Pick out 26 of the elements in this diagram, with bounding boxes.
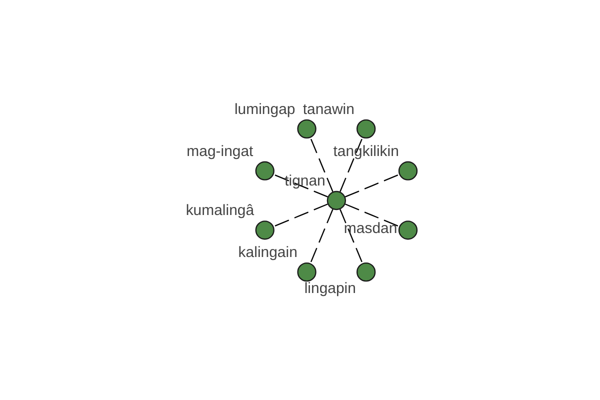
node-label: tangkilikin <box>332 142 398 160</box>
connector <box>309 208 333 263</box>
connector <box>339 137 362 192</box>
node-label: kumalingâ <box>185 202 254 219</box>
node-circle <box>356 118 376 138</box>
connector <box>339 208 362 263</box>
node-label: mag-ingat <box>186 142 253 160</box>
connector <box>272 203 328 227</box>
node-circle <box>254 160 274 180</box>
connector <box>309 137 333 192</box>
node-label: lingapin <box>304 280 356 297</box>
node-circle <box>398 220 418 240</box>
connector <box>272 173 328 197</box>
node-label: tanawin <box>302 100 354 118</box>
node-label: lumingap <box>234 100 295 118</box>
node-circle <box>296 262 316 282</box>
node-circle <box>356 262 376 282</box>
node-circle <box>326 190 346 210</box>
node-label: tignan <box>284 172 325 190</box>
connector <box>344 203 399 227</box>
node-label: masdan <box>343 220 397 237</box>
node-label: kalingain <box>238 244 297 261</box>
connector <box>344 173 399 197</box>
node-circle <box>398 160 418 180</box>
node-circle <box>254 220 274 240</box>
node-circle <box>296 118 316 138</box>
